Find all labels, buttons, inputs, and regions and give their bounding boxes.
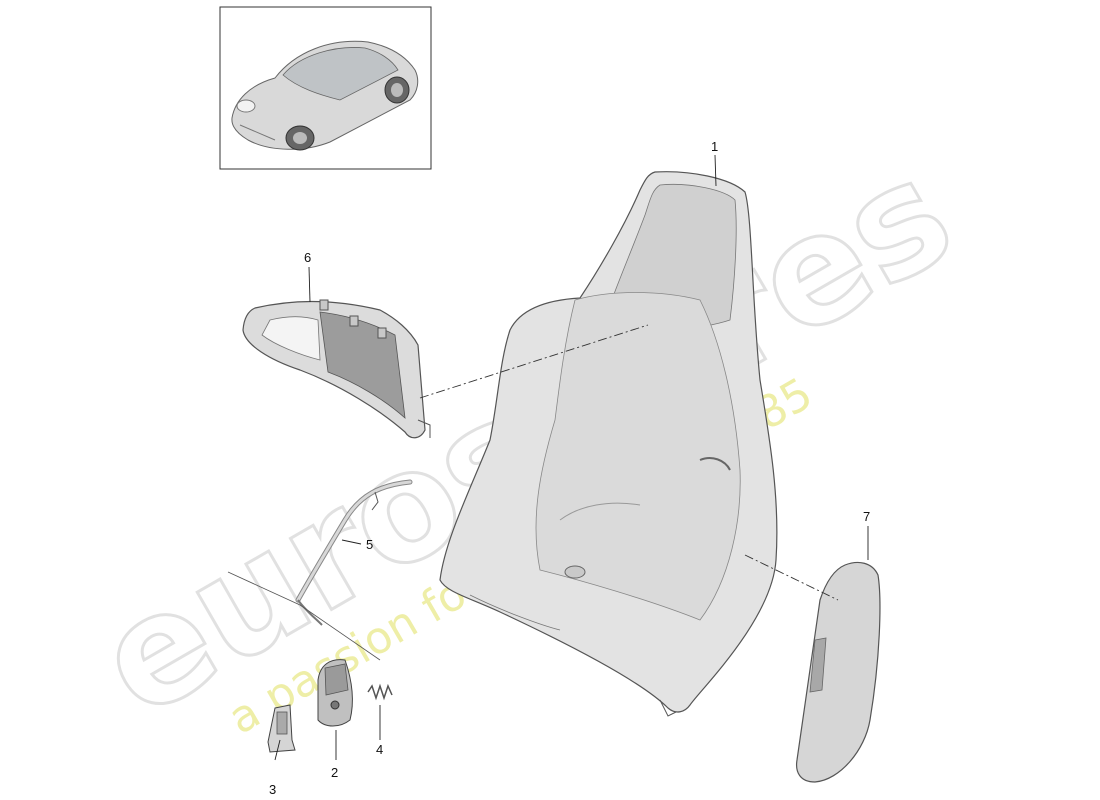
assembly-lines	[419, 324, 839, 601]
callout-2: 2	[331, 765, 338, 780]
callout-labels: 1 2 3 4 5 6 7	[269, 139, 870, 797]
callout-5: 5	[366, 537, 373, 552]
part-1-seat-backrest-shell	[439, 171, 778, 717]
part-5-cable	[227, 479, 413, 661]
part-6-headrest-frame	[242, 299, 431, 439]
callout-1: 1	[711, 139, 718, 154]
callout-4: 4	[376, 742, 383, 757]
vehicle-thumbnail	[219, 6, 432, 170]
part-2-lock	[317, 659, 353, 727]
part-4-spring	[367, 683, 393, 701]
callout-3: 3	[269, 782, 276, 797]
leader-lines	[274, 154, 869, 761]
part-3-bracket	[267, 704, 296, 753]
part-7-side-trim	[795, 561, 881, 783]
callout-7: 7	[863, 509, 870, 524]
car-icon	[231, 40, 419, 151]
callout-6: 6	[304, 250, 311, 265]
